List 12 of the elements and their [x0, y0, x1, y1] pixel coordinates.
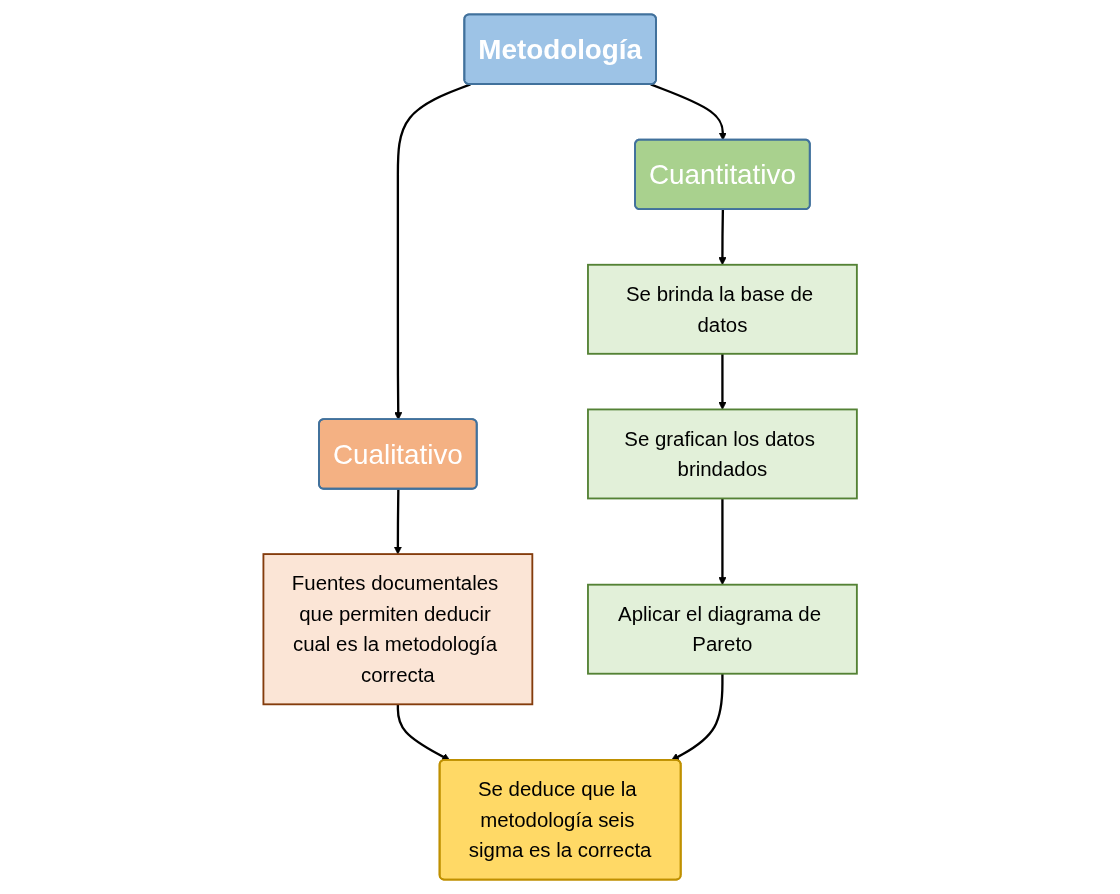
arrow — [393, 489, 402, 555]
arrow — [394, 83, 471, 420]
arrow — [718, 498, 727, 586]
arrow — [396, 704, 451, 761]
node-box: Se grafican los datos brindados — [586, 408, 858, 500]
arrow — [718, 353, 727, 410]
arrow — [670, 673, 724, 761]
node-box: Aplicar el diagrama de Pareto — [586, 583, 858, 675]
node-box: Fuentes documentales que permiten deducir cual es la metodología correcta — [262, 553, 534, 706]
arrow — [650, 83, 727, 141]
arrow — [718, 209, 727, 266]
node-box: Se brinda la base de datos — [586, 263, 858, 355]
